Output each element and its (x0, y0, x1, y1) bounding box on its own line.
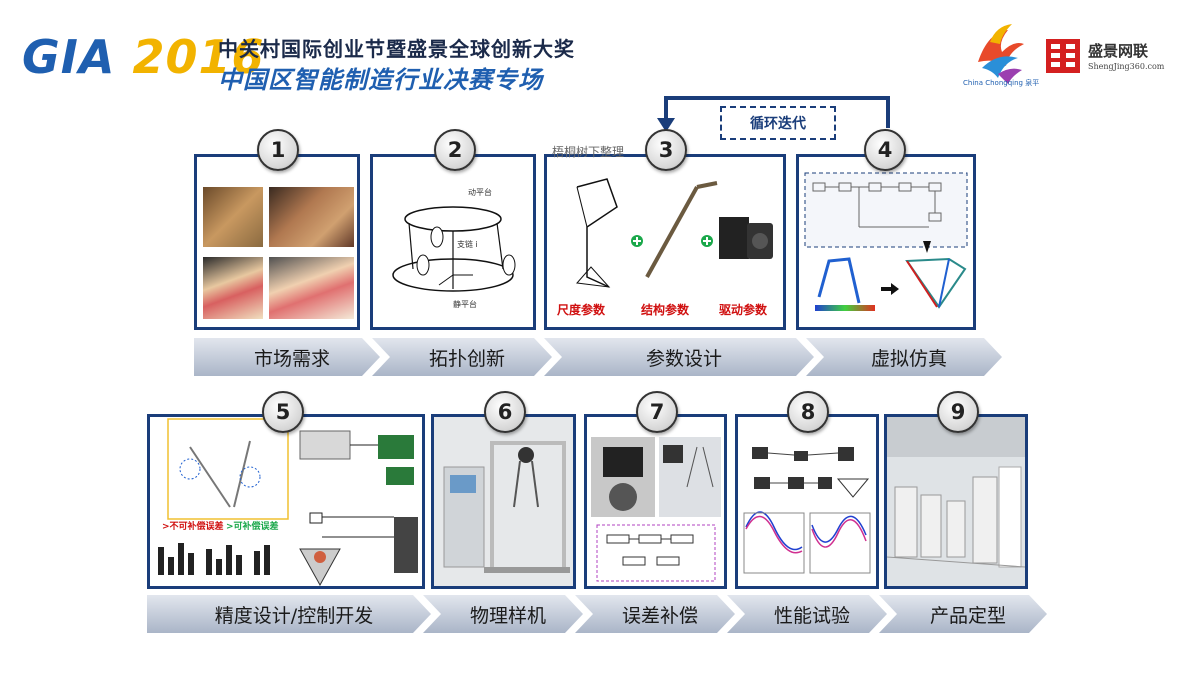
chevron-physical-prototype: 物理样机 (423, 595, 583, 633)
shengjing-logo-icon (1046, 39, 1080, 73)
mechanism-diagram (576, 178, 773, 288)
step-badge-1: 1 (257, 129, 299, 171)
chevron-precision-control-label: 精度设计/控制开发 (214, 604, 374, 627)
chevron-error-compensation-label: 误差补偿 (621, 604, 698, 627)
gia-logo: GIA 2016 (22, 30, 265, 84)
card-market-demand (194, 154, 360, 330)
card-parameter-design: 尺度参数 结构参数 驱动参数 (544, 154, 786, 330)
shengjing-logo-name: 盛景网联 (1088, 42, 1149, 60)
parallel-robot-diagram (392, 206, 516, 292)
shengjing-logo-url: ShengJing360.com (1088, 62, 1165, 71)
chevron-performance-test-label: 性能试验 (773, 604, 850, 627)
step-badge-3: 3 (645, 129, 687, 171)
chevron-market-demand: 市场需求 (194, 338, 380, 376)
step-badge-6: 6 (484, 391, 526, 433)
card-precision-control: >不可补偿误差 >可补偿误差 (147, 414, 425, 589)
step-badge-5: 5 (262, 391, 304, 433)
branch-label: 支链 i (457, 240, 478, 249)
gia-logo-year: 2016 (132, 30, 265, 84)
structure-parameter-label: 结构参数 (641, 303, 690, 317)
chevron-virtual-simulation: 虚拟仿真 (806, 338, 1002, 376)
step-badge-4: 4 (864, 129, 906, 171)
card-performance-test (735, 414, 879, 589)
performance-test-diagram (743, 447, 871, 574)
card-virtual-simulation (796, 154, 976, 330)
compensable-error-label: >可补偿误差 (226, 522, 279, 532)
uncompensable-error-label: >不可补偿误差 (162, 522, 224, 532)
chevron-virtual-simulation-label: 虚拟仿真 (870, 347, 947, 370)
gia-logo-text: GIA (22, 30, 116, 84)
header-title-line1: 中关村国际创业节暨盛景全球创新大奖 (218, 37, 575, 61)
chevron-precision-control: 精度设计/控制开发 (147, 595, 431, 633)
simulation-diagram (804, 172, 968, 311)
chevron-product-finalization-label: 产品定型 (929, 604, 1006, 627)
chevron-performance-test: 性能试验 (727, 595, 887, 633)
watermark-text: 梧桐树下整理 (552, 145, 625, 159)
chevron-product-finalization: 产品定型 (879, 595, 1047, 633)
step-badge-7: 7 (636, 391, 678, 433)
chongqing-logo-text: China Chongqing 泉平 (963, 79, 1040, 87)
step-badge-9: 9 (937, 391, 979, 433)
photo-packaging-4 (269, 257, 354, 319)
card-error-compensation (584, 414, 727, 589)
chevron-topology-innovation: 拓扑创新 (372, 338, 552, 376)
product-line-photo (887, 417, 1025, 586)
chevron-market-demand-label: 市场需求 (253, 347, 330, 370)
chevron-parameter-design: 参数设计 (544, 338, 814, 376)
card-topology-innovation: 动平台 支链 i 静平台 (370, 154, 536, 330)
photo-packaging-1 (203, 187, 263, 247)
drive-parameter-label: 驱动参数 (719, 303, 768, 317)
top-platform-label: 动平台 (468, 188, 492, 197)
header-title-line2: 中国区智能制造行业决赛专场 (218, 66, 543, 94)
bottom-platform-label: 静平台 (453, 300, 477, 309)
scale-parameter-label: 尺度参数 (557, 303, 606, 317)
prototype-photo (434, 417, 573, 586)
photo-packaging-3 (203, 257, 263, 319)
photo-packaging-2 (269, 187, 354, 247)
step-badge-2: 2 (434, 129, 476, 171)
card-product-finalization (884, 414, 1028, 589)
chevron-error-compensation: 误差补偿 (575, 595, 735, 633)
chevron-physical-prototype-label: 物理样机 (469, 604, 546, 627)
precision-control-diagram (158, 418, 418, 586)
chevron-topology-innovation-label: 拓扑创新 (428, 347, 505, 370)
chevron-parameter-design-label: 参数设计 (645, 347, 722, 370)
feedback-loop-label: 循环迭代 (720, 106, 836, 140)
card-physical-prototype (431, 414, 576, 589)
chongqing-logo-icon (978, 24, 1024, 84)
step-badge-8: 8 (787, 391, 829, 433)
error-compensation-diagram (591, 437, 721, 582)
